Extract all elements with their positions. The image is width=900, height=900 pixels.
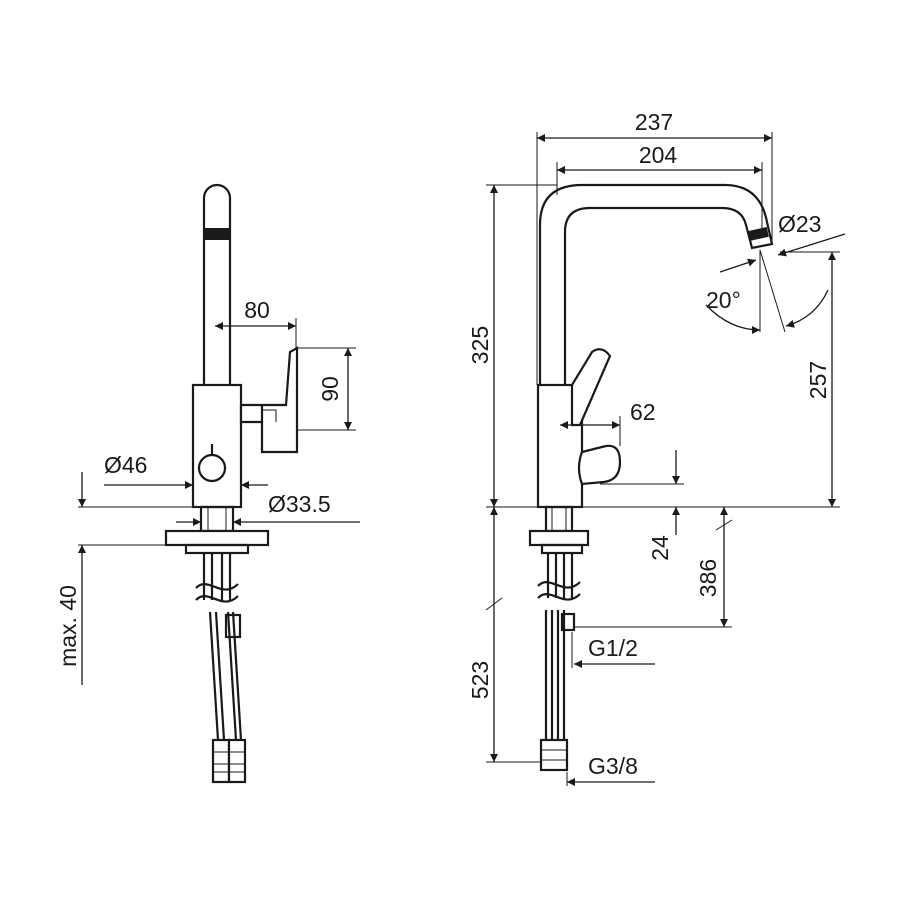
dim-label-handle-reach: 80 [244,297,270,323]
front-hoses-lower [208,611,243,741]
side-temperature-knob [577,444,622,486]
dim-386-break [715,519,733,531]
side-aerator-band [747,227,769,241]
front-spout-tube [202,183,232,385]
side-fitting [539,738,569,772]
side-break-symbol [537,581,581,601]
dim-label-outlet-height: 257 [805,361,831,399]
thread-label-upper: G1/2 [588,635,638,661]
side-hoses-lower [544,610,566,740]
front-fitting-left [211,738,231,784]
front-washer [184,543,250,555]
aerator-band [205,228,229,240]
dim-label-spout-reach: 237 [635,109,673,135]
dim-label-total-height: 325 [467,326,493,364]
dim-label-handle-offset: 62 [630,399,656,425]
front-view: 80 90 Ø46 Ø33.5 max. 40 [55,183,360,784]
dim-label-spout-angle: 20° [706,287,741,313]
dim-label-aerator-diameter: Ø23 [778,211,821,237]
front-fitting-right [227,738,247,784]
front-break-symbol [195,583,239,603]
dim-label-handle-base: 24 [647,535,673,561]
front-handle-lever [239,346,299,454]
front-counter-plate [164,529,270,547]
front-body [191,383,243,509]
dim-arc-20-right [785,289,829,328]
side-counter-plate [528,529,590,547]
dim-arc-20-left [705,304,761,334]
side-shank [544,505,574,533]
dim-label-hose-length: 523 [467,661,493,699]
side-spout [538,183,774,385]
thread-label-lower: G3/8 [588,753,638,779]
side-handle-lever [570,348,612,427]
side-hoses-upper [546,553,574,598]
front-hoses-upper [202,553,232,600]
front-handle-detail [262,409,277,422]
dim-523-break [485,597,503,611]
dim-line-23-left [719,258,757,273]
dim-label-hose-connection: 386 [695,559,721,597]
dim-label-max-counter: max. 40 [55,585,81,667]
side-hose-clip [560,612,576,632]
temperature-knob [197,453,227,483]
dim-label-spout-inner: 204 [639,142,678,168]
front-hose-clip [224,613,242,639]
dim-label-handle-height: 90 [317,376,343,402]
dim-label-hose-diameter: Ø33.5 [268,491,331,517]
side-view: 237 204 Ø23 20° 325 257 62 24 [467,109,846,786]
dim-label-body-diameter: Ø46 [104,452,147,478]
side-washer [540,543,584,555]
front-shank [199,505,235,533]
